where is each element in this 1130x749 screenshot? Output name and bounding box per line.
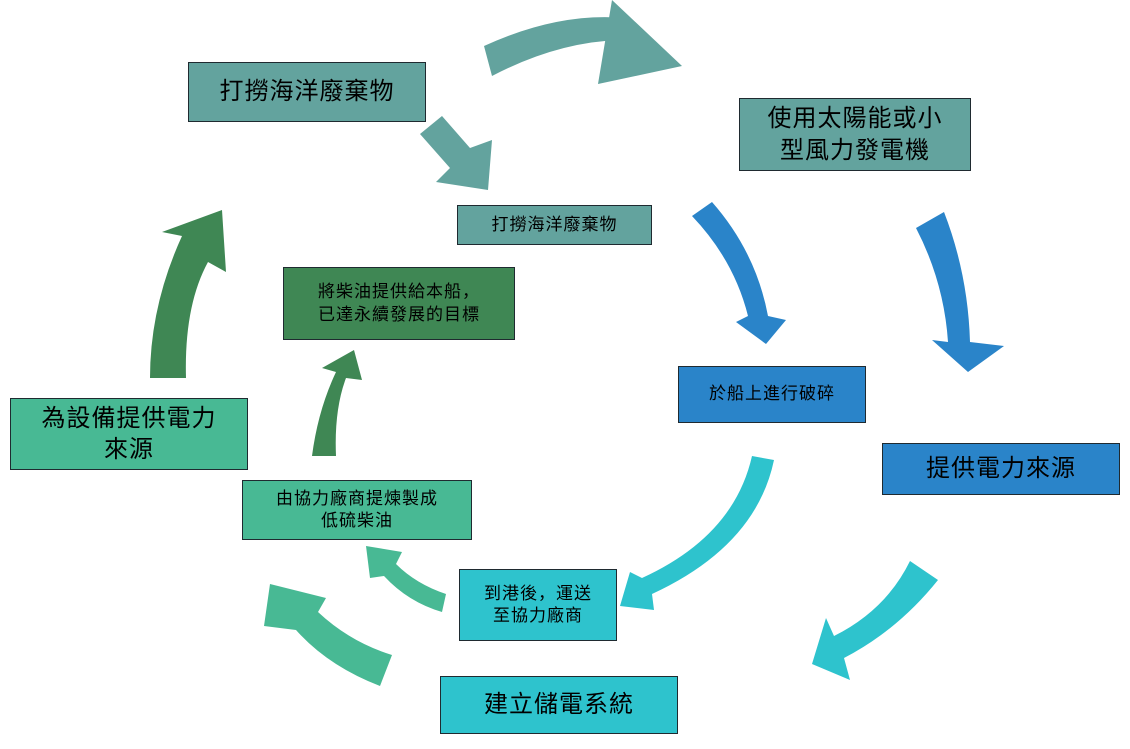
- inner-step-sustainability-goal: 將柴油提供給本船， 已達永續發展的目標: [283, 267, 515, 340]
- arrow-inner-refine-to-goal: [312, 350, 362, 456]
- inner-step-sustainability-goal-label: 將柴油提供給本船， 已達永續發展的目標: [318, 282, 480, 325]
- outer-step-collect-waste: 打撈海洋廢棄物: [188, 62, 426, 122]
- inner-step-crush-onboard-label: 於船上進行破碎: [709, 384, 835, 405]
- outer-step-power-source-label: 提供電力來源: [926, 454, 1076, 483]
- arrow-inner-collect-to-crush: [692, 202, 786, 344]
- inner-step-collect-waste-label: 打撈海洋廢棄物: [491, 214, 618, 235]
- inner-step-collect-waste: 打撈海洋廢棄物: [457, 205, 652, 245]
- inner-step-crush-onboard: 於船上進行破碎: [678, 366, 866, 423]
- arrow-outer-supply-to-collect: [150, 210, 226, 378]
- outer-step-power-equipment-label: 為設備提供電力 來源: [41, 403, 217, 463]
- arrow-outer-power-to-storage: [812, 561, 938, 680]
- arrow-inner-collect-to-collect: [420, 116, 492, 190]
- arrow-outer-storage-to-supply: [264, 584, 392, 686]
- inner-step-refine-diesel-label: 由協力廠商提煉製成 低硫柴油: [276, 488, 438, 531]
- outer-step-renewable-energy-label: 使用太陽能或小 型風力發電機: [767, 104, 943, 164]
- arrow-outer-collect-to-energy: [484, 0, 682, 84]
- inner-step-transport-label: 到港後，運送 至協力廠商: [484, 583, 592, 626]
- inner-step-transport: 到港後，運送 至協力廠商: [459, 569, 617, 641]
- arrow-inner-transport-to-refine: [366, 546, 446, 612]
- outer-step-collect-waste-label: 打撈海洋廢棄物: [219, 77, 395, 106]
- outer-step-storage-system-label: 建立儲電系統: [484, 690, 634, 719]
- arrow-inner-crush-to-transport: [620, 456, 774, 610]
- outer-step-power-equipment: 為設備提供電力 來源: [10, 398, 248, 470]
- arrow-outer-energy-to-power: [916, 212, 1004, 372]
- outer-step-storage-system: 建立儲電系統: [440, 676, 678, 734]
- inner-step-refine-diesel: 由協力廠商提煉製成 低硫柴油: [242, 480, 472, 540]
- outer-step-renewable-energy: 使用太陽能或小 型風力發電機: [739, 98, 971, 171]
- outer-step-power-source: 提供電力來源: [882, 443, 1120, 495]
